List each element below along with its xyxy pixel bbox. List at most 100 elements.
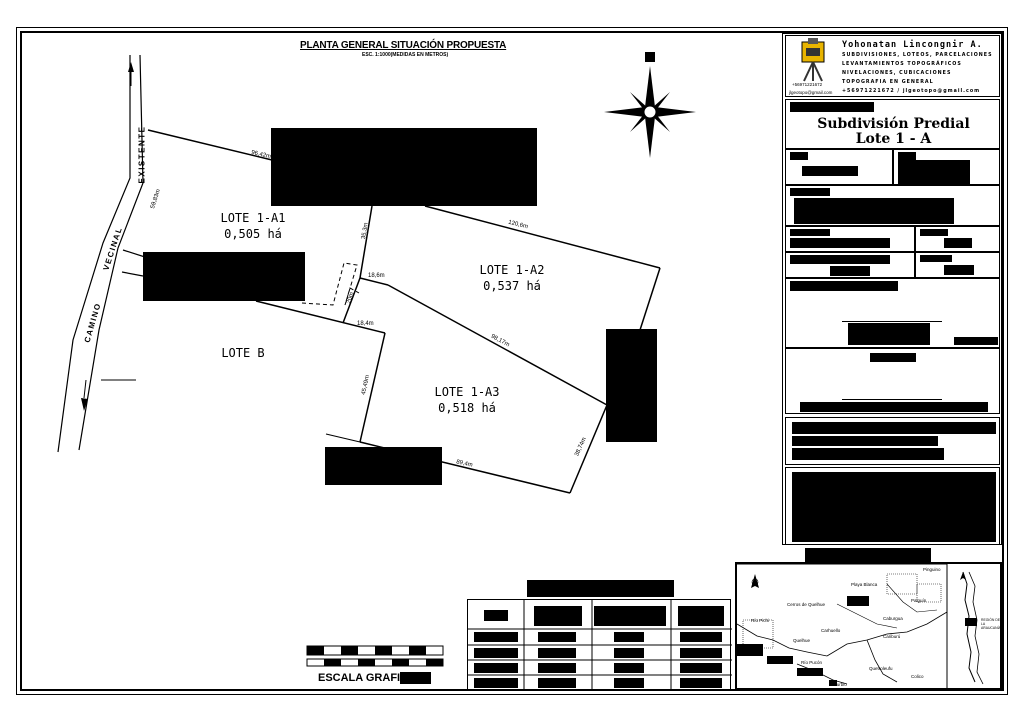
lot-name: LOTE 1-A3 xyxy=(434,385,500,399)
redacted-cell xyxy=(678,606,724,626)
redacted-block xyxy=(792,472,996,542)
map-place-label: Río Pichi xyxy=(751,618,770,623)
email-small: jlgeotopo@gmail.com xyxy=(789,90,833,95)
drawing-frame xyxy=(20,31,1004,691)
signature-cell xyxy=(785,278,1000,348)
redacted-block xyxy=(790,255,890,264)
redacted-cell xyxy=(614,648,644,658)
dimension-label: 18,6m xyxy=(368,273,385,279)
map-place-label: Quetroleufu xyxy=(869,666,893,671)
lot-name: LOTE 1-A1 xyxy=(220,211,286,225)
redacted-cell xyxy=(614,632,644,642)
redacted-block xyxy=(802,166,858,176)
redacted-block xyxy=(944,265,974,275)
notes-cell xyxy=(785,467,1000,545)
redacted-block xyxy=(792,448,944,460)
lot-area: 0,505 há xyxy=(224,227,282,241)
redacted-block xyxy=(954,337,998,345)
redacted-block xyxy=(790,229,830,236)
project-title-line2: Lote 1 - A xyxy=(855,131,932,147)
lot-area: 0,518 há xyxy=(438,401,496,415)
redacted-block xyxy=(400,672,431,684)
redacted-cell xyxy=(474,632,518,642)
signature-cell xyxy=(785,348,1000,414)
redacted-cell xyxy=(680,663,722,673)
redacted-block xyxy=(870,353,916,362)
redacted-table-title xyxy=(527,580,674,597)
map-place-label: Colico xyxy=(911,674,924,679)
lot-name: LOTE 1-A2 xyxy=(479,263,545,277)
info-cell xyxy=(785,185,1000,226)
lot-label-1-a2: LOTE 1-A2 0,537 há xyxy=(462,262,562,294)
map-place-label: Caburgua xyxy=(883,616,903,621)
redacted-block xyxy=(920,229,948,236)
lot-name: LOTE B xyxy=(221,346,265,360)
service-line: LEVANTAMIENTOS TOPOGRÁFICOS xyxy=(842,62,962,67)
graphic-scale-label: ESCALA GRAFICA xyxy=(318,672,416,684)
redacted-block xyxy=(790,281,898,291)
map-place-label: Pinguino xyxy=(923,567,941,572)
redacted-cell xyxy=(474,678,518,688)
redacted-block xyxy=(790,188,830,196)
redacted-cell xyxy=(474,663,518,673)
project-title-box: Subdivisión Predial Lote 1 - A xyxy=(785,99,1000,149)
redacted-block xyxy=(920,255,952,262)
redacted-block xyxy=(792,436,938,446)
data-table xyxy=(467,599,732,691)
redacted-block xyxy=(848,323,930,345)
redacted-cell xyxy=(538,663,576,673)
redacted-cell xyxy=(474,648,518,658)
redacted-block xyxy=(790,102,874,112)
redacted-cell xyxy=(538,632,576,642)
redacted-block xyxy=(794,198,954,224)
notes-cell xyxy=(785,417,1000,465)
redacted-block xyxy=(792,422,996,434)
redacted-block xyxy=(790,152,808,160)
redacted-block xyxy=(271,128,537,206)
redacted-cell xyxy=(680,648,722,658)
redacted-block xyxy=(143,252,305,301)
map-place-label: Playa Blanca xyxy=(851,582,878,587)
redacted-block xyxy=(790,238,890,248)
redacted-block xyxy=(800,402,988,412)
redacted-block xyxy=(944,238,972,248)
sheet-border xyxy=(16,27,1008,695)
total-station-icon xyxy=(801,38,825,82)
map-place-label: Carhuello xyxy=(821,628,841,633)
map-place-label: El Turbio xyxy=(829,682,847,687)
location-map-drawing xyxy=(737,564,984,688)
info-cell xyxy=(893,149,1000,185)
info-cell xyxy=(785,149,893,185)
info-cell xyxy=(785,252,915,278)
dimension-label: 18,4m xyxy=(357,321,374,327)
map-place-label: Palguín xyxy=(911,598,927,603)
graphic-scale-bar xyxy=(306,645,444,667)
lot-label-1-a3: LOTE 1-A3 0,518 há xyxy=(417,384,517,416)
redacted-cell xyxy=(538,648,576,658)
signature-line xyxy=(842,321,942,322)
info-cell xyxy=(915,226,1000,252)
service-line: NIVELACIONES, CUBICACIONES xyxy=(842,71,952,76)
map-region-label: REGIÓN DE LA ARAUCANÍA xyxy=(981,618,1001,630)
info-cell xyxy=(915,252,1000,278)
redacted-cell xyxy=(534,606,582,626)
redacted-cell xyxy=(680,678,722,688)
redacted-cell xyxy=(614,663,644,673)
lot-label-b: LOTE B xyxy=(208,345,278,361)
data-table-grid xyxy=(468,600,732,691)
redacted-cell xyxy=(538,678,576,688)
lot-area: 0,537 há xyxy=(483,279,541,293)
project-title-line1: Subdivisión Predial xyxy=(817,116,970,132)
map-place-label: Cariburú xyxy=(883,634,901,639)
plan-scale-note: ESC. 1:1000(MEDIDAS EN METROS) xyxy=(362,52,449,58)
service-line: TOPOGRAFIA EN GENERAL xyxy=(842,80,934,85)
redacted-block xyxy=(898,152,916,160)
north-arrow-icon xyxy=(604,52,696,158)
info-cell xyxy=(785,226,915,252)
map-place-label: Río Pucón xyxy=(801,660,823,665)
redacted-map-title xyxy=(805,548,931,562)
map-place-label: Cerros de Quelhue xyxy=(787,602,826,607)
redacted-cell xyxy=(484,610,508,621)
redacted-block xyxy=(898,160,970,184)
